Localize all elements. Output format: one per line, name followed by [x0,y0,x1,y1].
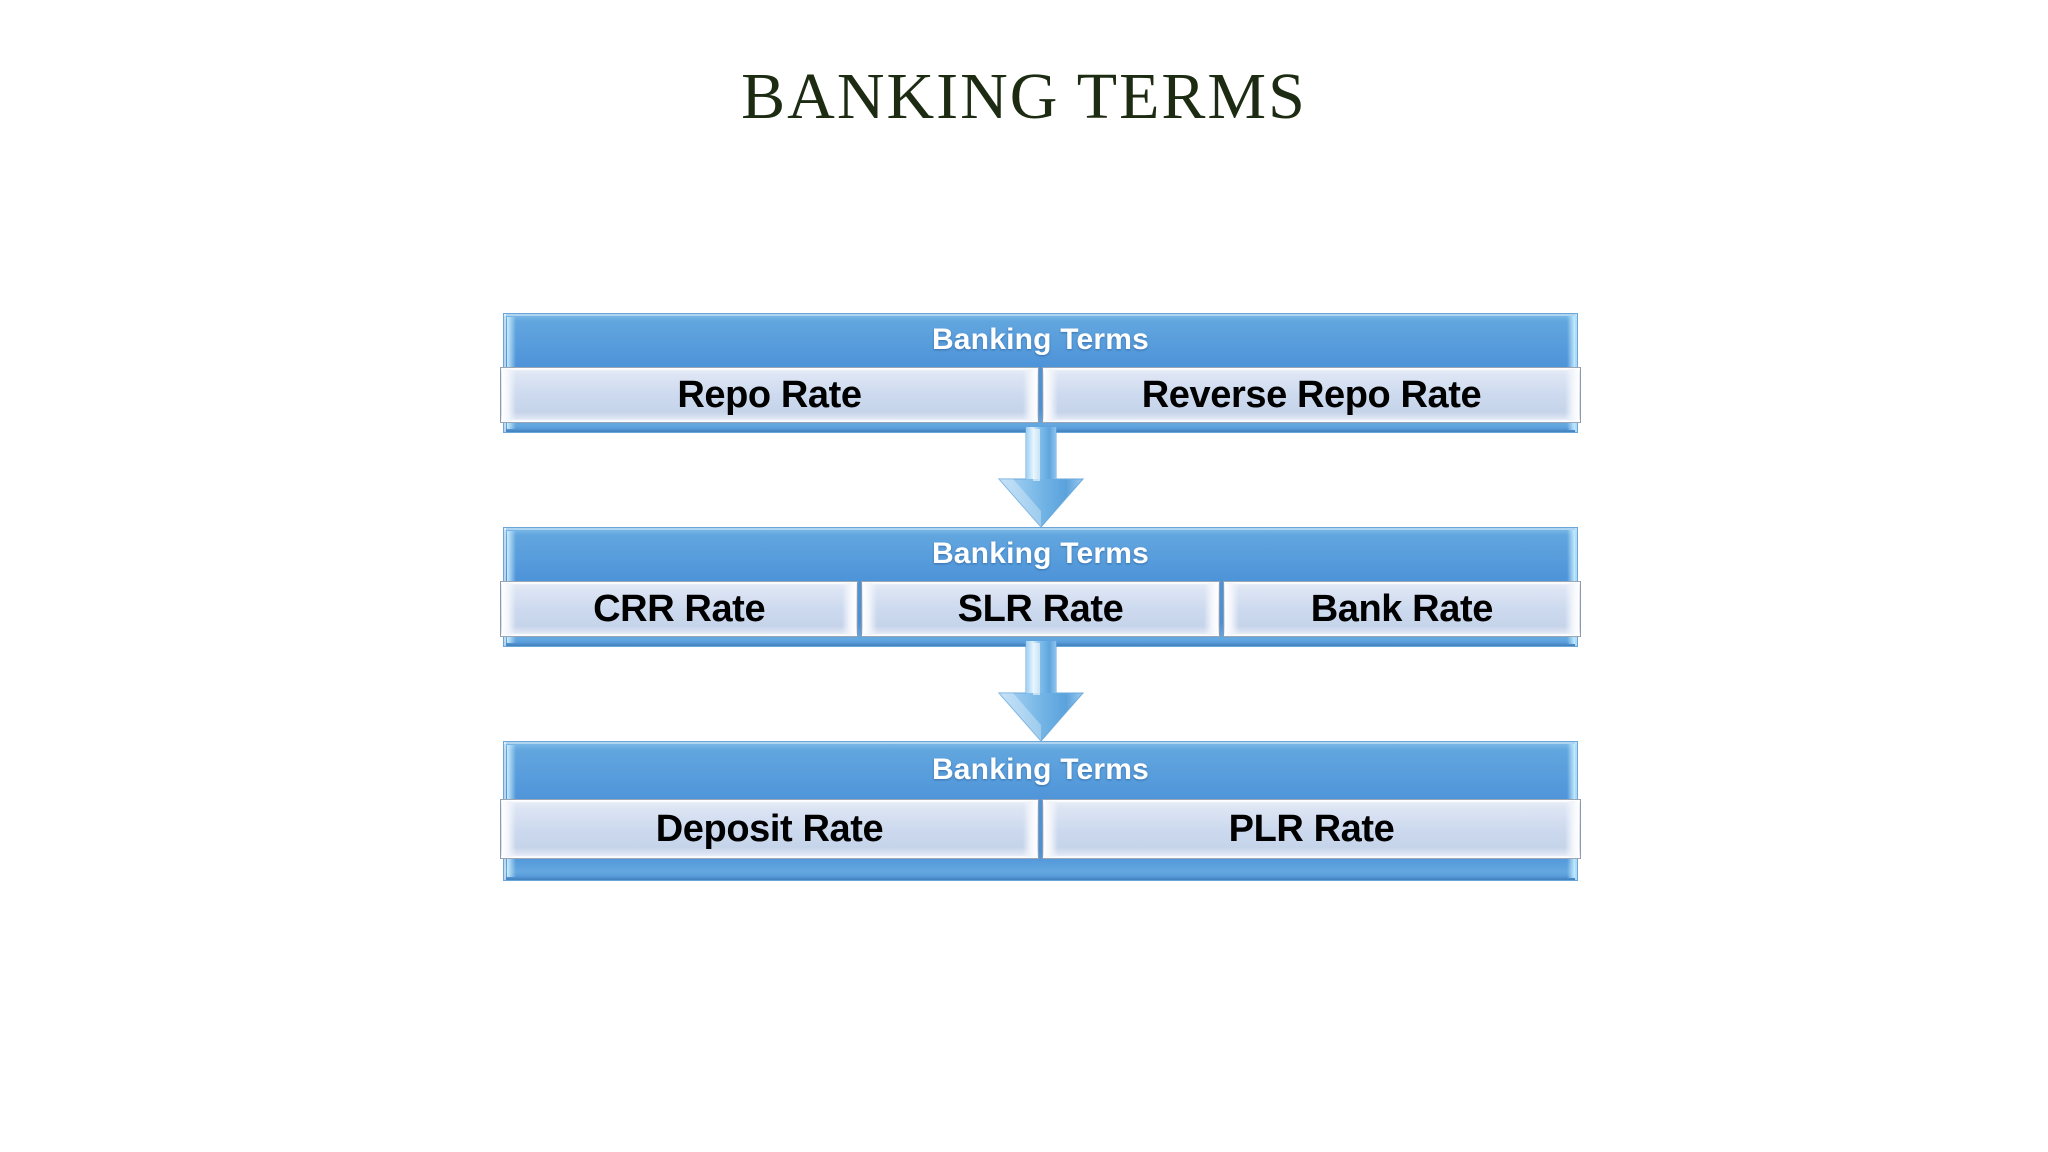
group-3-item-row: Deposit Rate PLR Rate [500,799,1581,859]
group-2-header-label: Banking Terms [931,537,1150,570]
diagram-group-3[interactable]: Banking Terms Deposit Rate PLR Rate [500,741,1581,881]
group-2-item-bank-rate[interactable]: Bank Rate [1222,581,1581,637]
diagram-group-1[interactable]: Banking Terms Repo Rate Reverse Repo Rat… [500,313,1581,433]
page-title: BANKING TERMS [741,60,1307,133]
group-2-item-slr-rate[interactable]: SLR Rate [861,581,1220,637]
group-1-item-row: Repo Rate Reverse Repo Rate [500,367,1581,423]
group-1-item-reverse-repo-rate[interactable]: Reverse Repo Rate [1042,367,1581,423]
banking-terms-diagram: Banking Terms Repo Rate Reverse Repo Rat… [500,313,1581,881]
connector-group-2-to-group-3 [995,641,1087,741]
group-3-header-label: Banking Terms [931,753,1150,786]
down-arrow-icon [997,641,1084,741]
group-3-item-deposit-rate[interactable]: Deposit Rate [500,799,1039,859]
group-2-item-crr-rate[interactable]: CRR Rate [500,581,859,637]
diagram-group-2[interactable]: Banking Terms CRR Rate SLR Rate Bank Rat… [500,527,1581,647]
connector-group-1-to-group-2 [995,427,1087,527]
group-3-item-plr-rate[interactable]: PLR Rate [1042,799,1581,859]
group-1-item-repo-rate[interactable]: Repo Rate [500,367,1039,423]
down-arrow-icon [997,427,1084,527]
group-1-header-label: Banking Terms [931,323,1150,356]
group-2-item-row: CRR Rate SLR Rate Bank Rate [500,581,1581,637]
